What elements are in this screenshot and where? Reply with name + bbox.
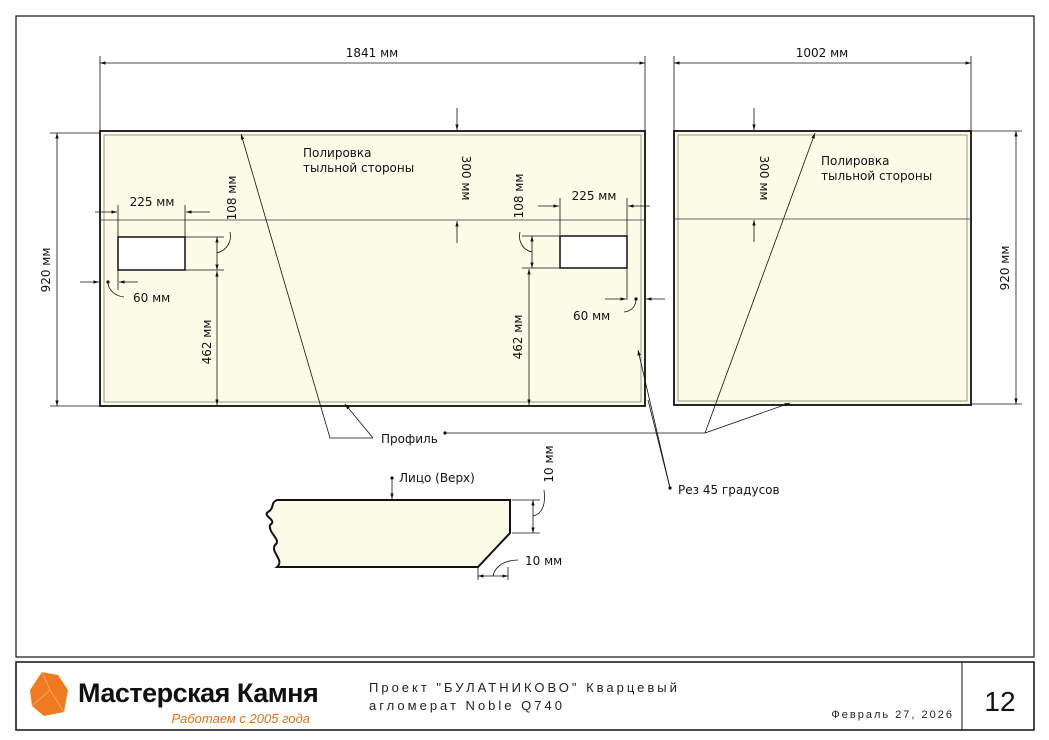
stone-logo-icon [30, 672, 68, 716]
dim-polish-main: 300 мм [459, 156, 473, 201]
page-number: 12 [984, 686, 1015, 717]
cutout-left [117, 236, 186, 271]
dim-cutout-left-offset: 60 мм [133, 291, 170, 305]
dim-profile-height: 10 мм [542, 445, 556, 482]
cutout-right [559, 235, 628, 269]
project-line-1: Проект "БУЛАТНИКОВО" Кварцевый [369, 680, 680, 695]
main-slab [99, 130, 646, 407]
label-profile: Профиль [381, 432, 438, 446]
logo-name: Мастерская Камня [78, 678, 318, 708]
profile-section [265, 499, 511, 568]
dim-cutout-right-offset: 60 мм [573, 309, 610, 323]
dim-height-left: 920 мм [39, 248, 53, 293]
label-face: Лицо (Верх) [399, 471, 475, 485]
dim-cutout-left-bottom: 462 мм [200, 320, 214, 365]
dim-side-length: 1002 мм [796, 46, 848, 60]
company-logo: Мастерская Камня Работаем с 2005 года [30, 671, 319, 726]
title-block-frame [15, 661, 1035, 731]
sheet-frame [15, 15, 1035, 658]
label-polish-main-2: тыльной стороны [303, 161, 414, 175]
label-polish-side-1: Полировка [821, 154, 889, 168]
dim-profile-chamfer: 10 мм [525, 554, 562, 568]
dim-cutout-left-width: 225 мм [130, 195, 175, 209]
logo-tagline: Работаем с 2005 года [171, 711, 310, 726]
label-cut-45: Рез 45 градусов [678, 483, 780, 497]
label-polish-main-1: Полировка [303, 146, 371, 160]
date: Февраль 27, 2026 [831, 709, 954, 721]
label-polish-side-2: тыльной стороны [821, 169, 932, 183]
dim-main-length: 1841 мм [346, 46, 398, 60]
side-slab [673, 130, 972, 406]
dim-cutout-right-width: 225 мм [572, 189, 617, 203]
dim-cutout-right-height: 108 мм [512, 174, 526, 219]
dim-height-right: 920 мм [998, 246, 1012, 291]
dim-cutout-right-bottom: 462 мм [511, 315, 525, 360]
dim-polish-side: 300 мм [757, 156, 771, 201]
dim-cutout-left-height: 108 мм [225, 176, 239, 221]
dimension-lines [50, 56, 1022, 580]
project-line-2: агломерат Noble Q740 [369, 698, 565, 713]
